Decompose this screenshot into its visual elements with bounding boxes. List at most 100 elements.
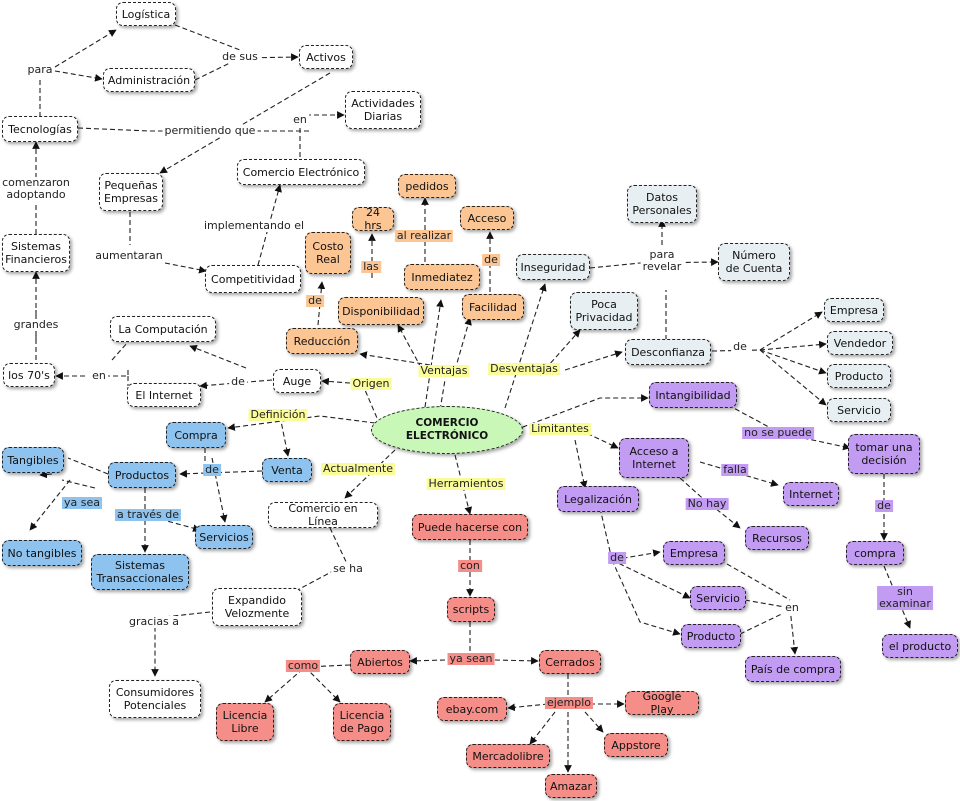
label-en-legalizacion: en bbox=[783, 601, 801, 614]
label-actualmente: Actualmente bbox=[321, 462, 395, 475]
node-licencia-pago[interactable]: Licencia de Pago bbox=[333, 703, 391, 741]
node-expandido[interactable]: Expandido Velozmente bbox=[212, 588, 302, 626]
node-facilidad[interactable]: Facilidad bbox=[462, 294, 524, 320]
label-falla: falla bbox=[721, 463, 749, 476]
node-ebay[interactable]: ebay.com bbox=[437, 697, 507, 721]
label-definicion: Definición bbox=[248, 408, 308, 421]
node-servicio-gray[interactable]: Servicio bbox=[827, 398, 891, 422]
label-de-sus: de sus bbox=[220, 50, 260, 63]
node-cerrados[interactable]: Cerrados bbox=[539, 650, 601, 674]
node-servicios[interactable]: Servicios bbox=[195, 525, 253, 549]
node-comercio-electronico[interactable]: Comercio Electrónico bbox=[237, 159, 365, 185]
node-inseguridad[interactable]: Inseguridad bbox=[516, 254, 590, 280]
node-logistica[interactable]: Logística bbox=[116, 2, 176, 26]
node-recursos[interactable]: Recursos bbox=[745, 526, 809, 550]
node-scripts[interactable]: scripts bbox=[447, 597, 495, 622]
label-al-realizar: al realizar bbox=[394, 229, 454, 242]
node-los-70s[interactable]: los 70's bbox=[3, 363, 55, 387]
label-aumentaran: aumentaran bbox=[93, 249, 165, 262]
node-mercadolibre[interactable]: Mercadolibre bbox=[466, 744, 550, 768]
node-appstore[interactable]: Appstore bbox=[604, 733, 668, 757]
node-producto-gray[interactable]: Producto bbox=[827, 364, 891, 388]
label-en-actividades: en bbox=[291, 113, 309, 126]
node-vendedor[interactable]: Vendedor bbox=[827, 331, 893, 355]
node-administracion[interactable]: Administración bbox=[103, 68, 195, 92]
label-de-desconfianza: de bbox=[731, 340, 749, 353]
node-servicio-purple[interactable]: Servicio bbox=[690, 586, 746, 610]
node-acceso[interactable]: Acceso bbox=[460, 206, 514, 230]
node-consumidores[interactable]: Consumidores Potenciales bbox=[109, 680, 201, 718]
label-de-productos: de bbox=[203, 463, 221, 476]
label-origen: Origen bbox=[350, 377, 392, 390]
node-tangibles[interactable]: Tangibles bbox=[2, 447, 64, 473]
node-pedidos[interactable]: pedidos bbox=[398, 174, 456, 198]
node-puede-hacerse[interactable]: Puede hacerse con bbox=[412, 514, 528, 540]
node-activos[interactable]: Activos bbox=[299, 45, 353, 69]
node-acceso-internet[interactable]: Acceso a Internet bbox=[619, 438, 689, 478]
node-sistemas-transaccionales[interactable]: Sistemas Transaccionales bbox=[91, 554, 189, 590]
label-a-traves-de: a través de bbox=[114, 508, 182, 521]
node-compra-blue[interactable]: Compra bbox=[166, 422, 226, 448]
node-comercio-linea[interactable]: Comercio en Línea bbox=[268, 502, 378, 528]
label-grandes: grandes bbox=[11, 318, 61, 331]
node-el-internet[interactable]: El Internet bbox=[127, 383, 201, 407]
node-reduccion[interactable]: Reducción bbox=[286, 328, 358, 354]
label-de-legalizacion: de bbox=[608, 551, 626, 564]
node-desconfianza[interactable]: Desconfianza bbox=[625, 339, 711, 365]
node-google-play[interactable]: Google Play bbox=[625, 690, 699, 716]
label-permitiendo-que: permitiendo que bbox=[162, 124, 258, 137]
label-para-revelar: para revelar bbox=[640, 248, 684, 273]
node-amazar[interactable]: Amazar bbox=[545, 774, 597, 798]
node-producto-purple[interactable]: Producto bbox=[681, 624, 741, 648]
node-costo-real[interactable]: Costo Real bbox=[305, 232, 351, 274]
node-intangibilidad[interactable]: Intangibilidad bbox=[649, 382, 737, 408]
node-poca-privacidad[interactable]: Poca Privacidad bbox=[570, 292, 638, 330]
node-compra-purple[interactable]: compra bbox=[846, 541, 904, 565]
label-desventajas: Desventajas bbox=[488, 362, 560, 375]
label-en-70s: en bbox=[90, 369, 108, 382]
label-con: con bbox=[458, 559, 482, 572]
node-actividades-diarias[interactable]: Actividades Diarias bbox=[345, 91, 421, 129]
node-tomar-decision[interactable]: tomar una decisión bbox=[848, 434, 920, 474]
label-no-hay: No hay bbox=[685, 497, 729, 510]
node-productos[interactable]: Productos bbox=[108, 462, 176, 488]
node-disponibilidad[interactable]: Disponibilidad bbox=[338, 297, 424, 325]
node-datos-personales[interactable]: Datos Personales bbox=[627, 185, 697, 223]
node-no-tangibles[interactable]: No tangibles bbox=[2, 540, 82, 566]
node-pequenas-empresas[interactable]: Pequeñas Empresas bbox=[99, 173, 163, 211]
label-sin-examinar: sin examinar bbox=[877, 585, 933, 610]
label-ventajas: Ventajas bbox=[418, 364, 470, 377]
node-pais-compra[interactable]: País de compra bbox=[745, 656, 841, 682]
node-licencia-libre[interactable]: Licencia Libre bbox=[216, 703, 274, 741]
label-herramientos: Herramientos bbox=[426, 477, 506, 490]
node-legalizacion[interactable]: Legalización bbox=[557, 486, 639, 512]
node-24hrs[interactable]: 24 hrs bbox=[352, 206, 394, 232]
label-de-tomar: de bbox=[875, 499, 893, 512]
label-ejemplo: ejemplo bbox=[544, 696, 594, 709]
label-implementando: implementando el bbox=[201, 219, 307, 232]
label-se-ha: se ha bbox=[331, 562, 365, 575]
node-tecnologias[interactable]: Tecnologías bbox=[2, 116, 78, 142]
label-de-facilidad: de bbox=[482, 253, 500, 266]
label-de-reduccion: de bbox=[306, 294, 324, 307]
label-ya-sean: ya sean bbox=[447, 652, 495, 665]
node-venta[interactable]: Venta bbox=[262, 458, 312, 482]
central-concept[interactable]: COMERCIO ELECTRÓNICO bbox=[371, 406, 523, 454]
label-no-se-puede: no se puede bbox=[742, 426, 814, 439]
node-numero-cuenta[interactable]: Número de Cuenta bbox=[718, 243, 790, 281]
node-competitividad[interactable]: Competitividad bbox=[205, 265, 301, 293]
label-ya-sea: ya sea bbox=[62, 496, 102, 509]
node-empresa-purple[interactable]: Empresa bbox=[663, 541, 725, 565]
node-internet[interactable]: Internet bbox=[783, 482, 839, 506]
label-limitantes: Limitantes bbox=[529, 422, 591, 435]
label-las: las bbox=[361, 260, 381, 273]
node-inmediatez[interactable]: Inmediatez bbox=[404, 264, 480, 290]
label-como: como bbox=[285, 659, 321, 672]
node-abiertos[interactable]: Abiertos bbox=[350, 650, 410, 674]
node-empresa-gray[interactable]: Empresa bbox=[824, 298, 884, 322]
label-comenzaron: comenzaron adoptando bbox=[0, 176, 72, 201]
node-auge[interactable]: Auge bbox=[273, 369, 321, 393]
node-el-producto[interactable]: el producto bbox=[882, 634, 958, 658]
node-la-computacion[interactable]: La Computación bbox=[110, 316, 216, 342]
node-sistemas-financieros[interactable]: Sistemas Financieros bbox=[2, 234, 70, 272]
